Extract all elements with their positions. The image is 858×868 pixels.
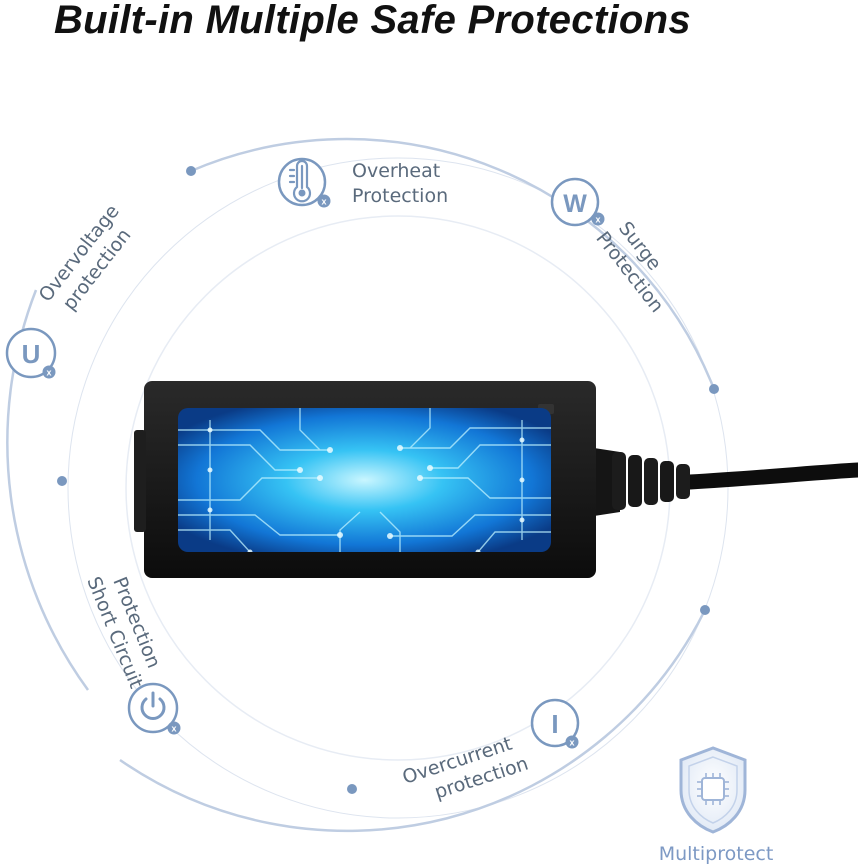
icon-subscript: x [321, 197, 326, 207]
icon-subscript: x [46, 368, 51, 378]
multiprotect-badge: Multiprotect [659, 746, 774, 865]
ring-dot [347, 784, 357, 794]
outer-ring-arc-bottom [119, 609, 707, 833]
overvoltage-protection: U x Overvoltage protection [5, 201, 136, 379]
cable-strain-relief [594, 448, 690, 516]
ring-dot [709, 384, 719, 394]
adapter-side-tab [134, 430, 146, 532]
overheat-protection: x Overheat Protection [277, 157, 448, 208]
overvoltage-icon-letter: U [22, 339, 41, 369]
outer-ring-arc-top [190, 137, 716, 390]
ring-dot [57, 476, 67, 486]
page-title: Built-in Multiple Safe Protections [54, 0, 691, 42]
power-icon [127, 682, 179, 734]
ring-dot [186, 166, 196, 176]
voltage-u-icon [5, 327, 57, 379]
middle-ring [67, 157, 729, 819]
overcurrent-protection: I x Overcurrent protection [400, 698, 580, 804]
adapter-cable [682, 462, 858, 490]
circuit-board-glow [178, 408, 551, 552]
overheat-label-line2: Protection [352, 185, 448, 207]
short-circuit-protection: x Short Circuit Protection [82, 574, 181, 735]
overcurrent-icon-letter: I [551, 709, 558, 739]
multiprotect-label: Multiprotect [659, 843, 774, 865]
icon-subscript: x [595, 215, 600, 225]
icon-subscript: x [171, 724, 176, 734]
overheat-label-line1: Overheat [352, 160, 440, 182]
surge-w-icon [550, 177, 600, 227]
ring-dot [700, 605, 710, 615]
current-i-icon [530, 698, 580, 748]
icon-subscript: x [569, 738, 574, 748]
surge-icon-letter: W [563, 190, 587, 218]
